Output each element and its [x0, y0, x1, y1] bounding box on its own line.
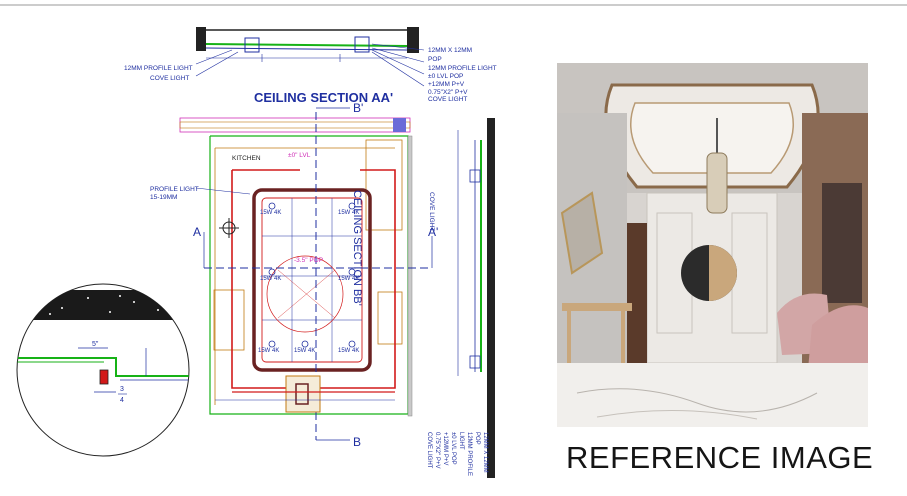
plan-side-wall: [487, 118, 495, 478]
ceiling-plan: KITCHEN ±0" LVL PROFILE LIGHT 15-19MM -3…: [150, 101, 495, 478]
spot-label-1: 15W 4K: [260, 210, 281, 216]
plan-right-wall: [407, 135, 413, 417]
ref-chandelier: [706, 152, 728, 214]
section-leader-right-2: [371, 47, 425, 63]
section-leader-right-4: [371, 51, 425, 87]
cut-label-b: B: [353, 435, 361, 449]
reference-image-illustration: [557, 63, 868, 427]
plan-bottom-fixture-inner: [295, 383, 309, 405]
plan-grid: [262, 198, 362, 362]
section-pop-box-left: [244, 37, 260, 53]
plan-profile-rect-inner: [261, 197, 363, 363]
vcallout-3: 12MM PROFILE: [466, 432, 472, 476]
section-wall-right: [407, 27, 419, 53]
spot-label-6: 15W 4K: [338, 348, 359, 354]
section-ceiling-green: [205, 43, 408, 47]
callout-right-7: COVE LIGHT: [428, 96, 467, 103]
ceiling-section-aa: 12MM PROFILE LIGHT COVE LIGHT 12MM X 12M…: [124, 27, 497, 103]
section-title: CEILING SECTION AA': [254, 90, 393, 105]
section-pop-box-right: [354, 36, 370, 53]
detail-dim-c: 4: [120, 397, 124, 404]
section-ceiling-blue: [205, 47, 408, 51]
pop-level-label: -3.5" POP: [294, 257, 323, 264]
kitchen-label: KITCHEN: [232, 155, 261, 162]
profile-light-size: 15-19MM: [150, 194, 177, 201]
cut-label-b-prime: B': [353, 101, 363, 115]
spot-light-symbols: [268, 202, 356, 348]
detail-dim-b: 3: [120, 386, 124, 393]
cut-label-a: A: [193, 225, 201, 239]
spot-label-3: 15W 4K: [260, 276, 281, 282]
vcallout-1: 12MM X 12MM: [482, 432, 488, 473]
plan-side-box-top: [469, 169, 481, 183]
plan-right-cabinet: [377, 291, 403, 345]
detail-profile-light: [99, 369, 109, 385]
ref-left-mirror: [560, 191, 604, 275]
section-wall-left: [196, 27, 206, 51]
ref-marble-floor: [557, 363, 868, 427]
section-leader-right-3: [371, 49, 425, 75]
spot-label-2: 15W 4K: [338, 210, 359, 216]
plan-top-strip-inner: [179, 121, 411, 129]
ref-console-leg-left: [567, 311, 571, 371]
spot-label-5: 15W 4K: [258, 348, 279, 354]
plan-kitchen-counter: [365, 139, 403, 231]
callout-left-2: COVE LIGHT: [150, 75, 189, 82]
plan-profile-rect-outer: [252, 188, 372, 372]
plan-chandelier-circle: [266, 255, 344, 333]
profile-light-leader: [195, 187, 251, 195]
profile-light-label: PROFILE LIGHT: [150, 186, 199, 193]
detail-slab: [17, 290, 189, 320]
cove-light-vertical-label: COVE LIGHT: [428, 192, 435, 231]
plan-side-box-bottom: [469, 355, 481, 369]
ref-console-table: [562, 303, 632, 311]
detail-dim-a: 5": [92, 341, 99, 348]
plan-wall-hatch: [393, 118, 406, 132]
callout-right-6: 0.75"X2" P+V: [428, 89, 468, 96]
section-leader-left-1: [195, 49, 233, 65]
callout-right-3: 12MM PROFILE LIGHT: [428, 65, 497, 72]
ref-floor-veins: [576, 388, 818, 413]
ceiling-section-bb-label: CEILING SECTION BB': [351, 190, 363, 306]
ref-right-artwork: [822, 183, 862, 303]
plan-circle-diag-2: [277, 269, 336, 319]
section-leader-left-2: [195, 51, 239, 77]
callout-left-1: 12MM PROFILE LIGHT: [124, 65, 193, 72]
callout-right-4: ±0 LVL POP: [428, 73, 463, 80]
callout-right-2: POP: [428, 56, 442, 63]
ref-round-artwork-gold: [709, 245, 737, 301]
reference-image: [557, 63, 868, 427]
ref-left-door: [627, 223, 647, 363]
cut-label-a-prime: A': [428, 225, 438, 239]
vcallout-4: LIGHT: [458, 432, 464, 450]
callout-right-5: +12MM P+V: [428, 81, 465, 88]
vcallout-2: POP: [474, 432, 480, 445]
vertical-callouts: 12MM X 12MM POP 12MM PROFILE LIGHT ±0 LV…: [426, 432, 488, 476]
vcallout-7: 0.75"X2" P+V: [434, 432, 440, 468]
ref-ceiling-cove-inner: [630, 102, 794, 174]
vcallout-8: COVE LIGHT: [426, 432, 432, 469]
plan-outer-boundary: [209, 135, 409, 415]
spot-label-7: 15W 4K: [294, 348, 315, 354]
spot-label-4: 15W 4K: [338, 276, 359, 282]
pendant-symbol: [219, 218, 239, 238]
lvl-zero-label: ±0" LVL: [288, 152, 311, 159]
ref-console-leg-right: [621, 311, 625, 371]
ref-floor-veins-2: [596, 409, 758, 420]
plan-top-strip: [179, 117, 411, 133]
section-leader-right-1: [371, 43, 425, 51]
reference-image-caption: REFERENCE IMAGE: [566, 440, 874, 475]
plan-left-cabinet: [213, 289, 245, 351]
vcallout-6: +12MM P+V: [442, 432, 448, 465]
plan-cove-outline: [231, 169, 396, 389]
callout-right-1: 12MM X 12MM: [428, 47, 472, 54]
plan-bottom-fixture: [285, 375, 321, 413]
detail-pop-step: [104, 357, 189, 377]
detail-circle: 5" 3 4: [16, 283, 190, 457]
vcallout-5: ±0 LVL POP: [450, 432, 456, 465]
